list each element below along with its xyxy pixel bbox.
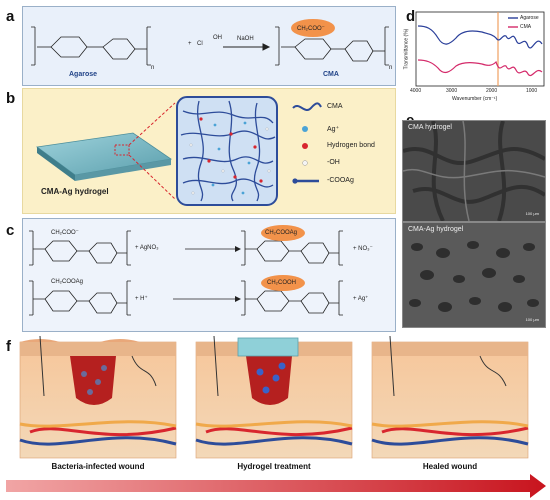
reagent-acid-oh: OH: [213, 35, 222, 41]
row2-product-group: CH₂COOH: [267, 280, 296, 286]
row1-left-group: CH₂COO⁻: [51, 230, 79, 236]
legend-symbol-ag: [302, 126, 308, 132]
legend-ag: Ag⁺: [327, 126, 340, 133]
row1-byproduct: + NO₃⁻: [353, 246, 373, 252]
legend-symbol-oh: [302, 160, 308, 166]
skin-block-infected: [19, 336, 177, 459]
legend-cooag: -COOAg: [327, 177, 354, 184]
skin-block-healed: [371, 336, 529, 459]
panel-label-a: a: [6, 8, 15, 25]
sem-cma-hydrogel: CMA hydrogel 100 μm: [402, 120, 546, 222]
ftir-xlabel: Wavenumber (cm⁻¹): [452, 96, 498, 102]
hydrogel-network-illustration: [35, 96, 322, 206]
sem-top-title: CMA hydrogel: [408, 124, 452, 131]
caption-treatment: Hydrogel treatment: [237, 462, 311, 471]
skin-block-treatment: [195, 336, 353, 459]
reagent-plus: +: [188, 41, 192, 47]
legend-symbol-cma: [292, 102, 322, 111]
legend-cma: CMA: [327, 103, 343, 110]
sem-cma-ag-hydrogel: CMA-Ag hydrogel 100 μm: [402, 222, 546, 328]
panel-label-c: c: [6, 222, 15, 239]
row1-reagent: + AgNO₃: [135, 245, 159, 251]
panel-c-box: CH₂COO⁻ + AgNO₃ CH₂COOAg + NO₃⁻ CH₂COOAg…: [22, 218, 396, 332]
sem-top-scale: 100 μm: [525, 211, 539, 216]
series-agarose: [417, 25, 543, 49]
row2-left-group: CH₂COOAg: [51, 279, 84, 285]
agarose-label: Agarose: [69, 71, 98, 78]
ftir-tick-4000: 4000: [410, 88, 422, 94]
series-cma: [417, 59, 543, 76]
ion-exchange-scheme: [29, 225, 343, 316]
hydrogel-label: CMA-Ag hydrogel: [41, 187, 109, 196]
row1-product-group: CH₂COOAg: [265, 230, 298, 236]
legend-hbond: Hydrogen bond: [327, 142, 375, 149]
sem-bottom-title: CMA-Ag hydrogel: [408, 226, 464, 233]
panel-d-ftir: Agarose CMA Transmittance (%) 4000 3000 …: [402, 4, 548, 108]
ftir-ylabel: Transmittance (%): [403, 28, 410, 70]
panel-b-box: CMA-Ag hydrogel CMA Ag⁺ Hydrogen bond -O…: [22, 88, 396, 214]
caption-infected: Bacteria-infected wound: [51, 462, 145, 471]
cma-label: CMA: [323, 71, 339, 78]
progress-arrow: [6, 474, 546, 498]
panel-label-d: d: [406, 8, 416, 25]
repeat-n-cma: n: [389, 65, 393, 71]
ftir-spectrum-plot: [415, 11, 545, 87]
row2-byproduct: + Ag⁺: [353, 296, 369, 302]
panel-label-f: f: [6, 338, 11, 355]
legend-symbol-hbond: [302, 143, 308, 149]
repeat-n-agarose: n: [151, 65, 155, 71]
reagent-chloroacetic: Cl: [197, 41, 203, 47]
ftir-legend-cma: CMA: [520, 24, 532, 30]
cma-substituent-label: CH₂COO⁻: [297, 26, 325, 32]
ftir-legend-agarose: Agarose: [520, 15, 539, 21]
panel-label-b: b: [6, 90, 16, 107]
ftir-tick-2000: 2000: [486, 88, 498, 94]
panel-a-box: + Cl OH NaOH CH₂COO⁻ n n Agarose CMA: [22, 6, 396, 86]
ftir-tick-3000: 3000: [446, 88, 458, 94]
row2-reagent: + H⁺: [135, 296, 148, 302]
wound-healing-illustration: [6, 336, 546, 498]
legend-oh: -OH: [327, 159, 340, 166]
reaction-conditions: NaOH: [237, 36, 254, 42]
sem-bottom-scale: 100 μm: [525, 317, 539, 322]
ftir-tick-1000: 1000: [526, 88, 538, 94]
caption-healed: Healed wound: [422, 462, 478, 471]
agarose-reaction-scheme: [31, 19, 389, 66]
